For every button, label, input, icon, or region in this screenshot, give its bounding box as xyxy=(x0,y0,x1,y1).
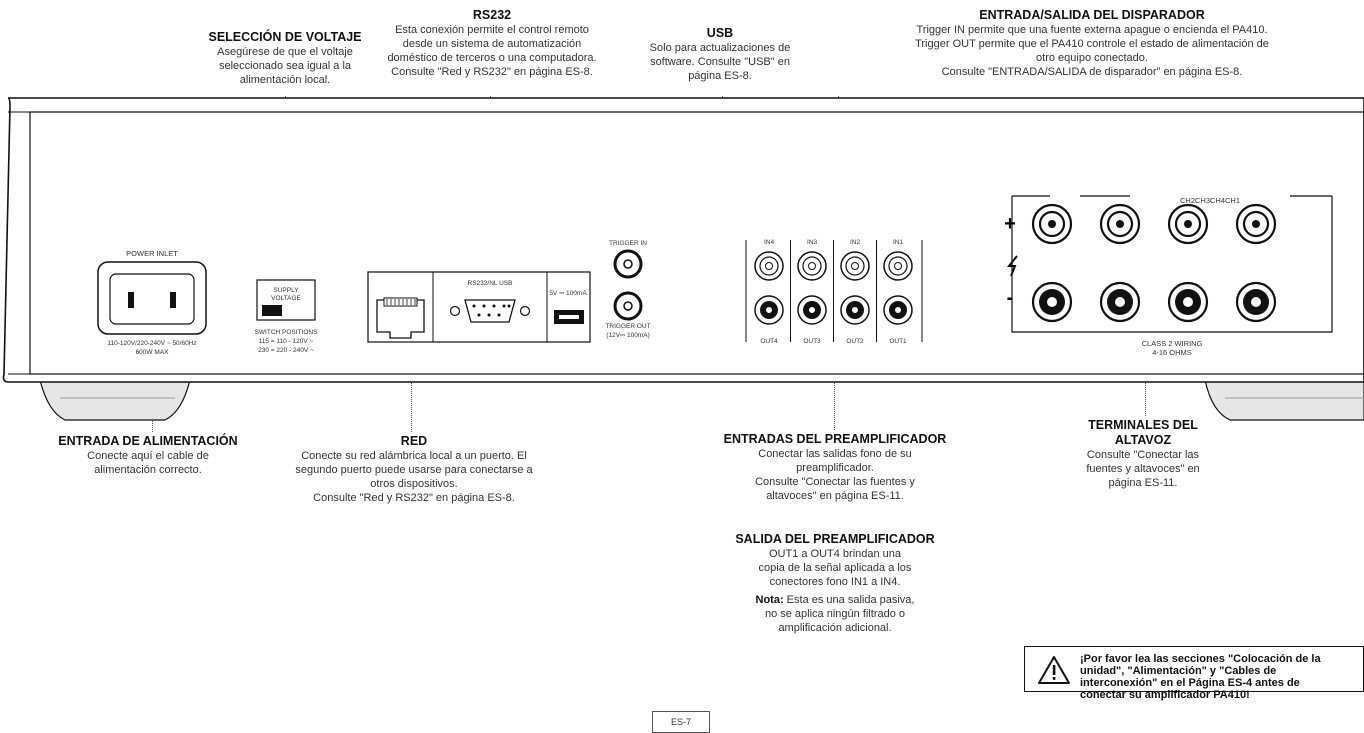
switch-115: 115 = 110 - 120V ~ xyxy=(259,338,314,345)
class2-wiring: CLASS 2 WIRING xyxy=(1142,339,1203,348)
switch-positions: SWITCH POSITIONS xyxy=(255,329,319,336)
terminal-hole xyxy=(1048,220,1056,228)
voltage-label: VOLTAGE xyxy=(271,295,301,302)
rca-out-label: OUT3 xyxy=(803,338,821,345)
callout-power: ENTRADA DE ALIMENTACIÓN Conecte aquí el … xyxy=(48,434,248,477)
rca-in-label: IN4 xyxy=(764,239,775,246)
rca-output-pin xyxy=(895,307,902,314)
callout-speakers: TERMINALES DEL ALTAVOZ Consulte "Conecta… xyxy=(1055,418,1231,490)
terminal-hole xyxy=(1251,297,1261,307)
callout-title: TERMINALES DEL ALTAVOZ xyxy=(1055,418,1231,448)
callout-preamp-in: ENTRADAS DEL PREAMPLIFICADOR Conectar la… xyxy=(715,432,955,503)
callout-body: Conectar las salidas fono de su preampli… xyxy=(715,447,955,503)
note-text: Esta es una salida pasiva, no se aplica … xyxy=(765,594,915,634)
rca-in-label: IN2 xyxy=(850,239,861,246)
callout-body: Conecte su red alámbrica local a un puer… xyxy=(268,449,560,505)
callout-body: OUT1 a OUT4 brindan una copia de la seña… xyxy=(725,547,945,589)
terminal-hole xyxy=(1047,297,1057,307)
terminal-hole xyxy=(1116,220,1124,228)
power-spec: 110-120V/220-240V ~ 50/60Hz xyxy=(107,340,196,347)
terminal-hole xyxy=(1252,220,1260,228)
rca-out-label: OUT4 xyxy=(760,338,778,345)
callout-title: SALIDA DEL PREAMPLIFICADOR xyxy=(725,532,945,547)
power-max: 600W MAX xyxy=(136,349,170,356)
rca-in-label: IN1 xyxy=(893,239,904,246)
callout-red: RED Conecte su red alámbrica local a un … xyxy=(268,434,560,505)
warning-text: ¡Por favor lea las secciones "Colocación… xyxy=(1080,653,1361,701)
right-foot xyxy=(1205,380,1364,420)
rca-output-pin xyxy=(809,307,816,314)
trigger-in-label: TRIGGER IN xyxy=(609,240,647,247)
minus-sign: - xyxy=(1007,287,1014,309)
rca-input-pin xyxy=(852,263,859,270)
rs232-port[interactable] xyxy=(465,300,515,322)
supply-label: SUPPLY xyxy=(273,287,299,294)
terminal-hole xyxy=(1115,297,1125,307)
page-number: ES-7 xyxy=(652,711,710,733)
callout-title: RED xyxy=(268,434,560,449)
impedance: 4-16 OHMS xyxy=(1152,348,1192,357)
rca-out-label: OUT1 xyxy=(889,338,907,345)
callout-title: ENTRADA DE ALIMENTACIÓN xyxy=(48,434,248,449)
note-label: Nota: xyxy=(756,594,784,606)
callout-body: Conecte aquí el cable de alimentación co… xyxy=(48,449,248,477)
rca-input-pin xyxy=(895,263,902,270)
terminal-hole xyxy=(1184,220,1192,228)
rca-in-label: IN3 xyxy=(807,239,818,246)
callout-title: ENTRADAS DEL PREAMPLIFICADOR xyxy=(715,432,955,447)
rca-out-label: OUT2 xyxy=(846,338,864,345)
plus-sign: + xyxy=(1004,213,1016,235)
trigger-out-label: TRIGGER OUT xyxy=(605,323,650,330)
terminal-hole xyxy=(1183,297,1193,307)
rca-output-pin xyxy=(766,307,773,314)
rca-input-pin xyxy=(809,263,816,270)
left-foot xyxy=(40,380,190,420)
trigger-out-spec: (12V⎓ 100mA) xyxy=(606,332,649,339)
usb-label: 5V ⎓ 100mA xyxy=(549,290,587,297)
rca-output-pin xyxy=(852,307,859,314)
warning-box: ¡Por favor lea las secciones "Colocación… xyxy=(1024,646,1364,692)
callout-preamp-out: SALIDA DEL PREAMPLIFICADOR OUT1 a OUT4 b… xyxy=(725,532,945,635)
switch-230: 230 = 220 - 240V ~ xyxy=(258,347,314,354)
channel-labels: CH2CH3CH4CH1 xyxy=(1180,196,1240,205)
callout-body: Consulte "Conectar las fuentes y altavoc… xyxy=(1055,448,1231,490)
callout-note: Nota: Esta es una salida pasiva, no se a… xyxy=(725,593,945,635)
warning-icon xyxy=(1037,655,1071,685)
rca-input-pin xyxy=(766,263,773,270)
power-inlet-label: POWER INLET xyxy=(126,249,178,258)
amplifier-rear-panel: POWER INLET 110-120V/220-240V ~ 50/60Hz … xyxy=(0,0,1364,440)
rs232-label: RS232/NL USB xyxy=(468,280,513,287)
